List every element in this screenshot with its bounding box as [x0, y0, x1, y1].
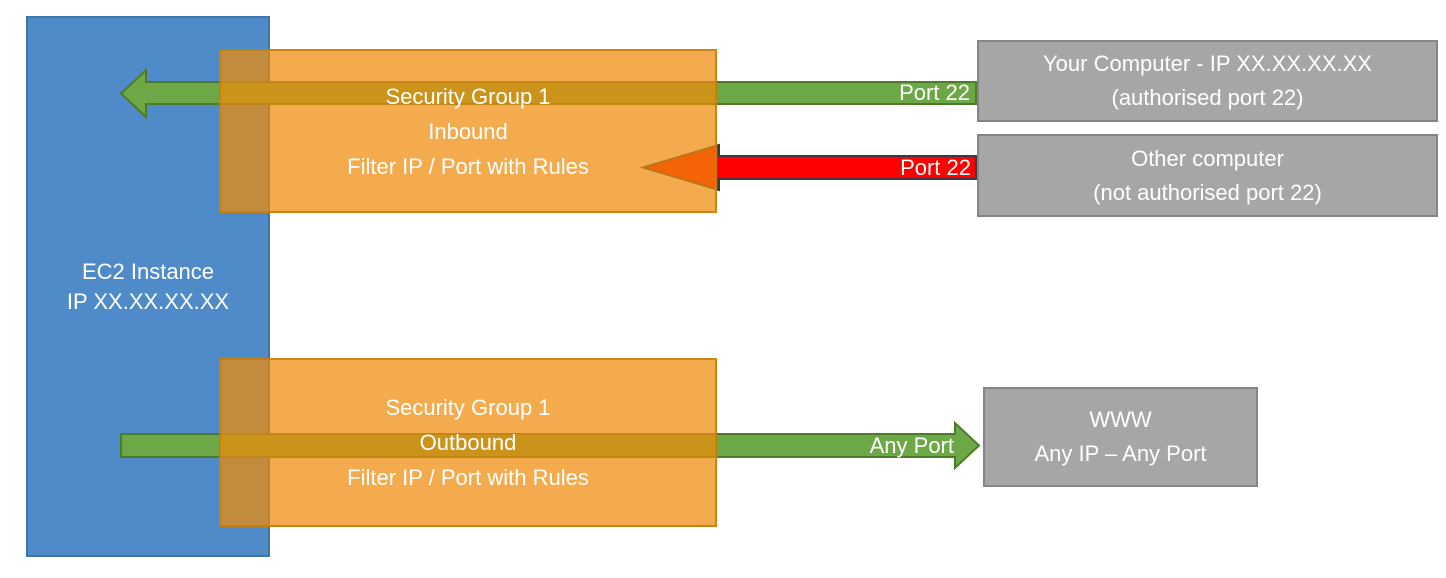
sg-outbound-title: Security Group 1 — [385, 395, 551, 420]
ec2-instance-name: EC2 Instance — [81, 258, 215, 284]
sg-inbound-direction: Inbound — [428, 118, 508, 144]
other-computer-box: Other computer (not authorised port 22) — [977, 134, 1438, 217]
www-box: WWW Any IP – Any Port — [983, 387, 1258, 487]
sg-inbound-title: Security Group 1 — [385, 83, 551, 109]
ec2-instance-ip: IP XX.XX.XX.XX — [66, 288, 230, 314]
outbound-port-label: Any Port — [869, 433, 954, 458]
your-computer-title: Your Computer - IP XX.XX.XX.XX — [1043, 51, 1372, 76]
sg-outbound-direction: Outbound — [419, 430, 517, 455]
sg-inbound-rule: Filter IP / Port with Rules — [347, 153, 589, 179]
your-computer-box: Your Computer - IP XX.XX.XX.XX (authoris… — [977, 40, 1438, 122]
inbound-blocked-arrow — [639, 143, 977, 192]
other-computer-title: Other computer — [1131, 145, 1284, 171]
inbound-blocked-port-label: Port 22 — [900, 155, 971, 180]
your-computer-note: (authorised port 22) — [1111, 85, 1304, 110]
security-group-inbound-box: Security Group 1 Inbound Filter IP / Por… — [219, 49, 717, 213]
sg-outbound-rule: Filter IP / Port with Rules — [347, 465, 589, 490]
inbound-allowed-port-label: Port 22 — [899, 80, 970, 105]
www-note: Any IP – Any Port — [1034, 441, 1207, 466]
security-group-outbound-box: Security Group 1 Outbound Filter IP / Po… — [219, 358, 717, 527]
other-computer-note: (not authorised port 22) — [1093, 179, 1322, 205]
www-title: WWW — [1089, 407, 1152, 432]
